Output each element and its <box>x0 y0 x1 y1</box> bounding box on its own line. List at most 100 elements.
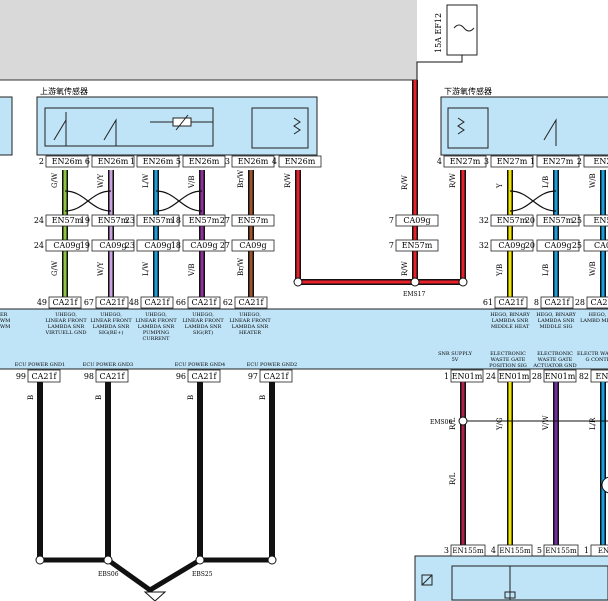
row3-conn-box-1 <box>91 239 135 252</box>
row1-conn-box-0 <box>45 155 89 168</box>
row3-conn-2: CA09g <box>144 241 171 250</box>
actuator-pin-1: 4 <box>491 546 496 555</box>
row1-pin-4: 3 <box>225 157 230 166</box>
row1-conn-7: EN27m <box>497 157 528 166</box>
ecu-top-conn-6: CA21f <box>544 298 570 307</box>
actuator-pin-0: 3 <box>444 546 449 555</box>
row2-conn-box-8 <box>583 214 608 227</box>
twisted-pair-2 <box>509 190 557 212</box>
ground-node-3 <box>267 555 277 565</box>
row3-conn-8: CA09 <box>594 241 608 250</box>
ecu-bottom-pin-0: 99 <box>16 372 26 381</box>
row1-conn-0: EN26m <box>52 157 83 166</box>
row3-conn-1: CA09g <box>99 241 126 250</box>
splice-node-1 <box>410 277 420 287</box>
wire-color-mid-0: G/W <box>51 260 59 276</box>
row2-conn-8: EN57 <box>593 216 608 225</box>
row1-pin-2: 1 <box>130 157 135 166</box>
actuator-conn-box-3 <box>590 544 608 557</box>
ecu-bottom-label-0: ECU POWER GND1 <box>15 362 65 368</box>
wire-color-top-2: L/W <box>142 173 150 188</box>
row2-conn-box-3 <box>182 214 226 227</box>
ems06-label: EMS06 <box>430 419 452 426</box>
row3-conn-box-7 <box>536 239 580 252</box>
bottom-wire-color-2: B <box>187 395 195 400</box>
row2-pin-0: 24 <box>34 216 44 225</box>
row3-conn-box-6 <box>490 239 534 252</box>
power-distribution-panel <box>0 0 417 80</box>
ecu-label-7: HEGO, BLAMBD MIDDL <box>580 312 608 324</box>
wire-color-mid-4: Br/W <box>237 257 245 276</box>
bottom-wire-color-1: B <box>95 395 103 400</box>
row2-conn-1: EN57m <box>98 216 129 225</box>
wire-color-top-5: R/W <box>284 172 292 188</box>
ecu-bottom-conn-box-0 <box>27 369 61 383</box>
ecu-left-cut-2: WM <box>0 324 10 330</box>
ecu-top-conn-5: CA21f <box>498 298 524 307</box>
ecu-top-conn-box-6 <box>540 296 574 309</box>
bottom-wire-color-0: B <box>27 395 35 400</box>
actuator-symbol <box>421 565 608 601</box>
fuse-feed-wire <box>416 55 463 80</box>
row2-conn-7: EN57m <box>543 216 574 225</box>
row2-pin-6: 32 <box>479 216 489 225</box>
wire-color-mid-2: L/W <box>142 261 150 276</box>
row2-conn-box-5 <box>395 214 439 227</box>
row3-pin-0: 24 <box>34 241 44 250</box>
row2-conn-6: EN57m <box>497 216 528 225</box>
row1-conn-box-6 <box>443 155 487 168</box>
row2-conn-4: EN57m <box>238 216 269 225</box>
ecu-bottom-pin-1: 98 <box>84 372 94 381</box>
ecu-bottom-label-2: ECU POWER GND4 <box>175 362 225 368</box>
splice-node-2 <box>458 277 468 287</box>
bottom-wire-color-7: L/R <box>589 417 597 430</box>
twisted-pair-0 <box>64 190 112 212</box>
ems06-node <box>458 416 468 426</box>
row1-conn-2: EN26m <box>143 157 174 166</box>
row2-conn-box-4 <box>231 214 275 227</box>
row1-conn-6: EN27m <box>450 157 481 166</box>
ground-symbol <box>143 591 167 601</box>
ecu-top-conn-3: CA21f <box>191 298 217 307</box>
ecu-top-pin-3: 66 <box>176 298 186 307</box>
ecu-top-conn-0: CA21f <box>52 298 78 307</box>
ecu-left-cut-0: ER <box>0 312 8 318</box>
ecu-bottom-conn-box-2 <box>187 369 221 383</box>
ecu-bottom-pin-3: 97 <box>248 372 258 381</box>
ecu-bottom-conn-4: EN01m <box>452 372 483 381</box>
row3-conn-box-3 <box>182 239 226 252</box>
ecu-bottom-conn-2: CA21f <box>191 372 217 381</box>
row2-pin-3: 18 <box>171 216 181 225</box>
row2-pin-4: 27 <box>220 216 230 225</box>
bottom-wire-color-8: R/L <box>449 472 457 485</box>
row3-conn-box-5 <box>395 239 439 252</box>
ecu-bottom-label-3: ECU POWER GND2 <box>247 362 297 368</box>
row3-pin-5: 7 <box>389 241 394 250</box>
actuator-conn-0: EN155m <box>452 547 484 555</box>
ecu-bottom-conn-box-3 <box>259 369 293 383</box>
ecu-module <box>0 308 608 370</box>
row2-conn-box-1 <box>91 214 135 227</box>
ecu-bottom-conn-0: CA21f <box>31 372 57 381</box>
ecu-bottom-conn-3: CA21f <box>263 372 289 381</box>
row2-pin-7: 20 <box>525 216 535 225</box>
splice-node-0 <box>293 277 303 287</box>
fuse-label: 15A EF12 <box>434 13 443 53</box>
ecu-top-pin-7: 28 <box>575 298 585 307</box>
row3-conn-box-2 <box>136 239 180 252</box>
row1-conn-3: EN26m <box>189 157 220 166</box>
wire-color-mid-8: W/B <box>589 261 597 276</box>
row1-conn-box-3 <box>182 155 226 168</box>
ebs25-label: EBS25 <box>192 571 213 578</box>
ecu-top-conn-box-7 <box>586 296 608 309</box>
row1-pin-8: 1 <box>530 157 535 166</box>
row2-conn-3: EN57m <box>189 216 220 225</box>
ecu-bottom-conn-5: EN01m <box>499 372 530 381</box>
ground-node-2 <box>195 555 205 565</box>
row2-conn-box-2 <box>136 214 180 227</box>
